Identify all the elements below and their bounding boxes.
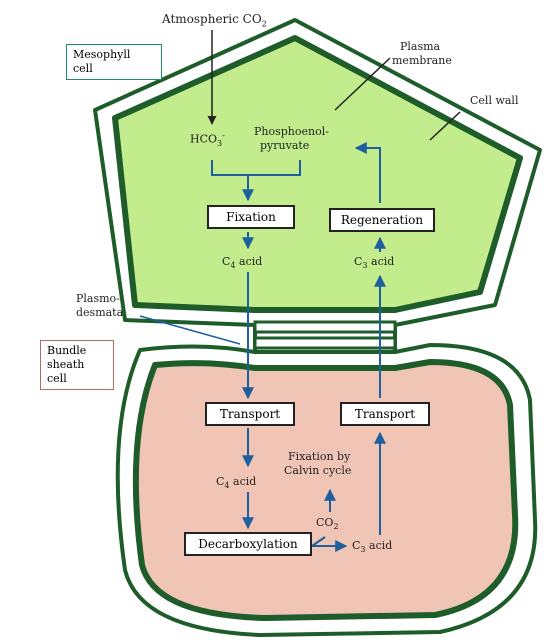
c3-acid-top-label: C3 acid [354, 255, 395, 271]
arrow-merge-line [211, 160, 301, 176]
bundle-sheath-cell-label: Bundle sheath cell [40, 340, 114, 390]
pep-label: Phosphoenol- pyruvate [254, 125, 329, 152]
plasmodesmata-channel-2 [253, 336, 397, 350]
plasma-membrane-pointer [334, 57, 391, 111]
bundle-sheath-cell [132, 359, 519, 621]
co2-label: CO2 [316, 516, 339, 532]
plasmodesmata-channel-1 [253, 320, 397, 334]
arrow-regeneration-to-pep [354, 142, 381, 203]
transport-left-box: Transport [205, 402, 295, 426]
mesophyll-cell-label: Mesophyll cell [66, 44, 162, 80]
cell-wall-label: Cell wall [470, 94, 519, 107]
atmospheric-co2-label: Atmospheric CO2 [162, 12, 267, 29]
hco3-label: HCO3- [190, 131, 225, 148]
plasmodesmata-label: Plasmo- desmata [76, 292, 124, 319]
mesophyll-cell [112, 35, 523, 313]
arrow-decarb-to-co2 [311, 536, 326, 547]
c4-acid-bottom-label: C4 acid [216, 475, 257, 491]
plasmodesmata-pointer [139, 315, 241, 345]
fixation-calvin-label: Fixation by Calvin cycle [284, 450, 352, 477]
fixation-box: Fixation [207, 205, 295, 229]
transport-right-box: Transport [340, 402, 430, 426]
c3-acid-bottom-label: C3 acid [352, 539, 393, 555]
regeneration-box: Regeneration [329, 208, 435, 232]
decarboxylation-box: Decarboxylation [184, 532, 312, 556]
plasma-membrane-label: Plasma membrane [392, 40, 452, 67]
c4-acid-top-label: C4 acid [222, 255, 263, 271]
cell-wall-pointer [429, 111, 461, 141]
